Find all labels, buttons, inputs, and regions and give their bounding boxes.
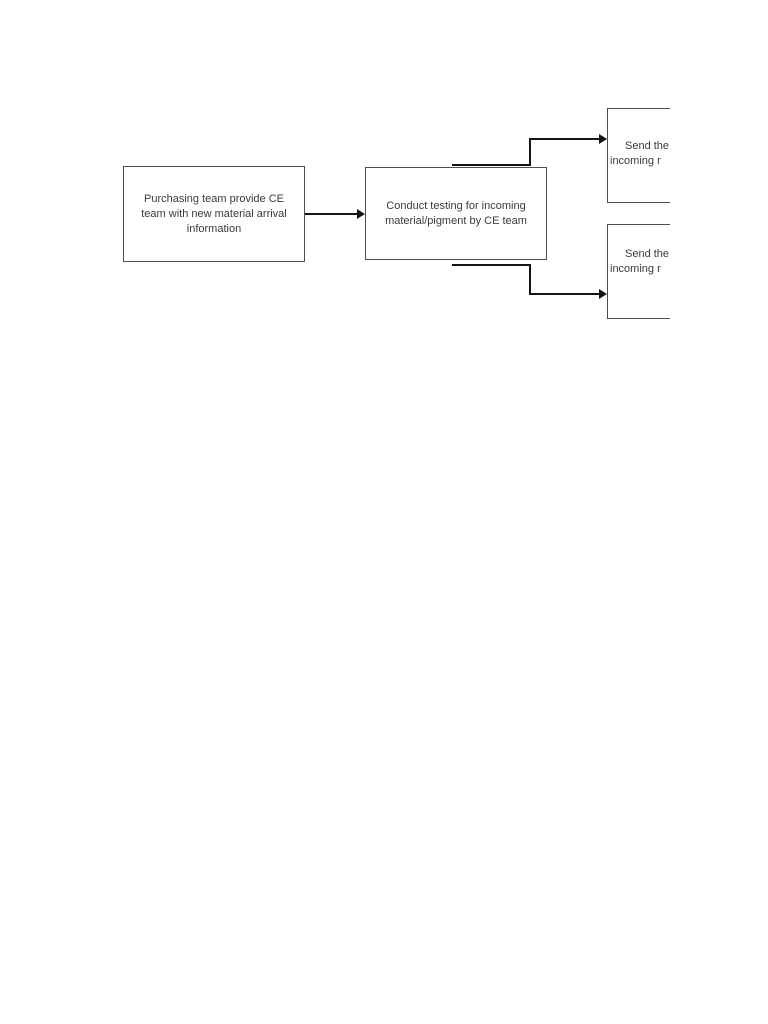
connector-testing-to-send-bottom-leg1 xyxy=(452,264,530,266)
node-text-line: Conduct testing for incoming xyxy=(386,199,526,212)
flow-node-send-bottom: Send the incoming r xyxy=(607,224,670,319)
flow-node-send-top: Send the incoming r xyxy=(607,108,670,203)
node-text-line: Purchasing team provide CE xyxy=(143,192,284,205)
connector-testing-to-send-bottom-leg2 xyxy=(528,264,531,295)
arrowhead-icon xyxy=(357,208,365,219)
node-text-line: Send the xyxy=(625,248,670,260)
connector-testing-to-send-bottom-leg3 xyxy=(528,293,600,295)
node-text-line: team with new material arrival xyxy=(141,207,287,220)
connector-purchasing-to-testing-line xyxy=(305,212,358,215)
node-text-line: incoming r xyxy=(610,155,661,167)
arrowhead-icon xyxy=(599,289,607,299)
flow-node-conduct-testing: Conduct testing for incoming material/pi… xyxy=(365,167,547,260)
node-text-line: Send the xyxy=(625,140,670,152)
connector-testing-to-send-top-leg1 xyxy=(452,164,530,166)
flow-node-purchasing: Purchasing team provide CE team with new… xyxy=(123,166,305,262)
node-text-line: material/pigment by CE team xyxy=(385,214,527,227)
node-text-line: incoming r xyxy=(610,263,661,275)
node-text-line: information xyxy=(186,222,242,235)
connector-testing-to-send-top-leg2 xyxy=(528,138,531,166)
connector-testing-to-send-top-leg3 xyxy=(528,138,600,140)
page-clip-region: Send the incoming r Send the incoming r xyxy=(0,0,670,420)
arrowhead-icon xyxy=(599,134,607,144)
